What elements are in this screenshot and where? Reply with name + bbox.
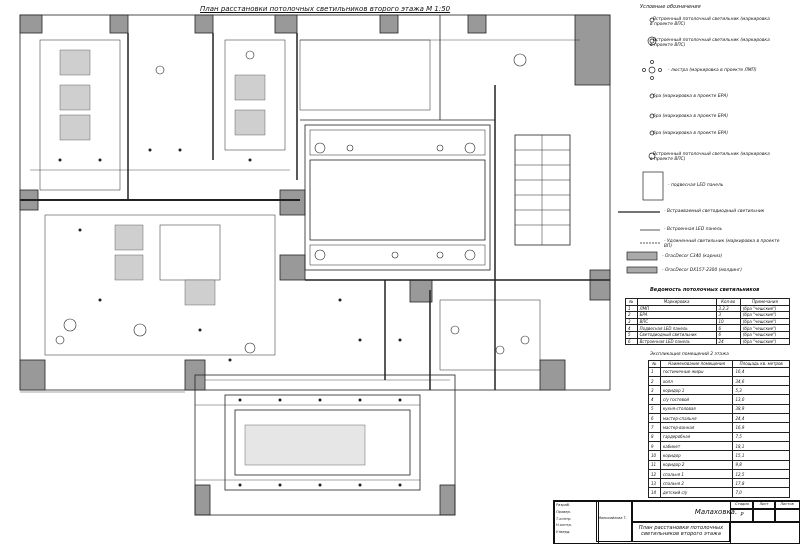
column-header: № — [625, 298, 638, 306]
column-header: № — [648, 360, 661, 368]
stage-label: Стадия — [730, 501, 754, 510]
stage-value: Р — [730, 508, 754, 523]
company-cell — [730, 521, 800, 544]
rooms-table-caption: Экспликация помещений 2 этажа — [650, 352, 729, 357]
legend-item: - бра (маркировка в проекте БРА) — [650, 131, 729, 136]
legend-item: - бра (маркировка в проекте БРА) — [650, 94, 729, 99]
column-header: Кол-во — [715, 298, 741, 306]
legend-item: - люстра (маркировка в проекте ЛМП) — [668, 68, 757, 73]
sheet-label: Лист — [752, 501, 776, 510]
legend-heading: Условные обозначения — [640, 4, 701, 10]
column-header: Наименование помещения — [659, 360, 734, 368]
legend-item: - OracDecor DX157-2300 (молдинг) — [662, 268, 742, 273]
column-header: Примечания — [739, 298, 791, 306]
roles-column: Разраб.Провер.Т.контр.Н.контр.Утверд. — [554, 501, 599, 544]
legend-item: - Встроенный потолочный светильник (марк… — [650, 38, 770, 48]
column-header: Площадь кв. метров — [732, 360, 790, 368]
legend-item: - Встроенная LED панель — [664, 227, 723, 232]
author-name: Малыхайлова Т. — [596, 501, 632, 542]
legend-item: - Встроенный потолочный светильник (марк… — [650, 152, 770, 162]
legend-item: - Удлиненный светильник (маркировка в пр… — [664, 239, 780, 249]
column-header: Маркировка — [636, 298, 717, 306]
rooms-table: № Наименование помещения Площадь кв. мет… — [648, 360, 790, 498]
legend-item: - OracDecor C340 (карниз) — [662, 254, 723, 259]
legend-item: - Встроенный потолочный светильник (марк… — [650, 17, 770, 27]
fixtures-table-caption: Ведомость потолочных светильников — [650, 287, 760, 293]
drawing-title: План расстановки потолочных светильников… — [200, 5, 451, 13]
legend-item: - бра (маркировка в проекте БРА) — [650, 114, 729, 119]
title-block: Разраб.Провер.Т.контр.Н.контр.Утверд. Ма… — [553, 500, 800, 544]
sheet-title: План расстановки потолочных светильников… — [632, 521, 730, 542]
legend-item: - подвесная LED панель — [668, 183, 724, 188]
sheet-value — [752, 508, 776, 523]
legend-item: - Встраиваемый светодиодный светильник — [664, 209, 765, 214]
